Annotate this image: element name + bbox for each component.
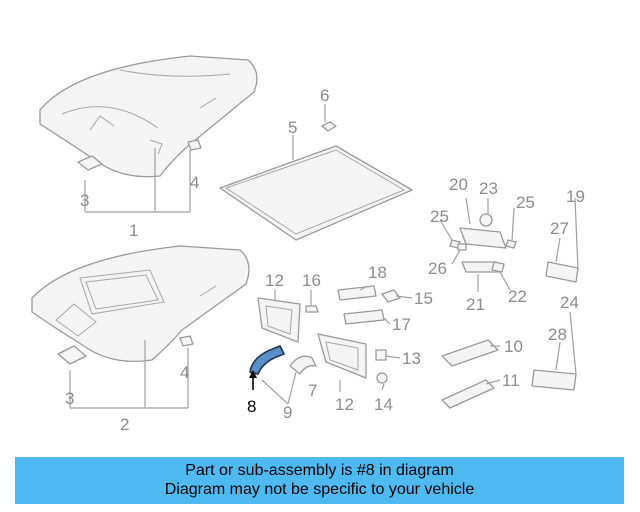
callout-28: 28 (548, 325, 567, 344)
headliner-1 (39, 55, 258, 178)
callout-18: 18 (368, 263, 387, 282)
leader-lines (69, 104, 579, 409)
assist-grip-8-highlight (249, 344, 286, 375)
callout-22: 22 (508, 287, 527, 306)
clip-4-lower (179, 335, 194, 347)
callout-20: 20 (449, 175, 468, 194)
clip-16 (305, 305, 319, 313)
callout-16: 16 (302, 271, 321, 290)
callout-15: 15 (414, 289, 433, 308)
bracket-15 (381, 289, 401, 303)
callout-13: 13 (402, 349, 421, 368)
callout-3-upper: 3 (80, 191, 89, 210)
info-banner: Part or sub-assembly is #8 in diagram Di… (15, 457, 624, 504)
callout-5: 5 (288, 118, 297, 137)
banner-line-1: Part or sub-assembly is #8 in diagram (185, 462, 454, 479)
callout-19: 19 (566, 187, 585, 206)
clip-6 (321, 121, 337, 132)
roof-panel-5 (219, 145, 413, 241)
callout-21: 21 (466, 295, 485, 314)
sun-visor-12-lower (317, 333, 367, 379)
callout-8: 8 (247, 397, 256, 416)
pad-3-upper (77, 155, 103, 171)
sun-visor-12-upper (257, 297, 301, 343)
callout-4-lower: 4 (180, 363, 189, 382)
callout-17: 17 (392, 315, 411, 334)
callout-25-right: 25 (516, 193, 535, 212)
headliner-2 (31, 245, 250, 363)
grip-7 (289, 355, 317, 375)
leader-8-arrowhead (249, 370, 257, 378)
parts-diagram: 1 2 3 3 4 4 5 6 7 8 9 10 11 12 12 13 14 … (31, 55, 585, 434)
callout-1: 1 (129, 221, 138, 240)
clip-25b (505, 239, 517, 249)
callout-7: 7 (308, 381, 317, 400)
callout-12-upper: 12 (265, 271, 284, 290)
callout-25-left: 25 (430, 207, 449, 226)
callout-14: 14 (374, 395, 393, 414)
map-lamp-10 (441, 339, 499, 367)
callout-12-lower: 12 (335, 395, 354, 414)
lamp-24 (531, 369, 577, 391)
mirror-18 (337, 285, 377, 301)
callout-6: 6 (320, 86, 329, 105)
console-20 (459, 227, 507, 249)
mirror-17 (343, 309, 385, 325)
callout-3-lower: 3 (65, 389, 74, 408)
lamp-23 (479, 213, 493, 227)
callout-26: 26 (428, 259, 447, 278)
clip-4-upper (187, 139, 202, 151)
callout-4-upper: 4 (190, 173, 199, 192)
callout-9: 9 (283, 403, 292, 422)
clip-26 (457, 243, 467, 251)
screw-13 (375, 349, 387, 361)
callout-2: 2 (120, 415, 129, 434)
callout-27: 27 (550, 219, 569, 238)
callout-11: 11 (502, 371, 520, 390)
callout-10: 10 (504, 337, 523, 356)
banner-line-2: Diagram may not be specific to your vehi… (164, 481, 475, 498)
callout-24: 24 (560, 293, 579, 312)
clip-22 (491, 261, 505, 273)
pad-3-lower (57, 345, 87, 365)
lamp-19 (545, 261, 579, 283)
bracket-11 (441, 379, 495, 409)
nut-14 (376, 372, 388, 384)
callout-23: 23 (479, 179, 498, 198)
